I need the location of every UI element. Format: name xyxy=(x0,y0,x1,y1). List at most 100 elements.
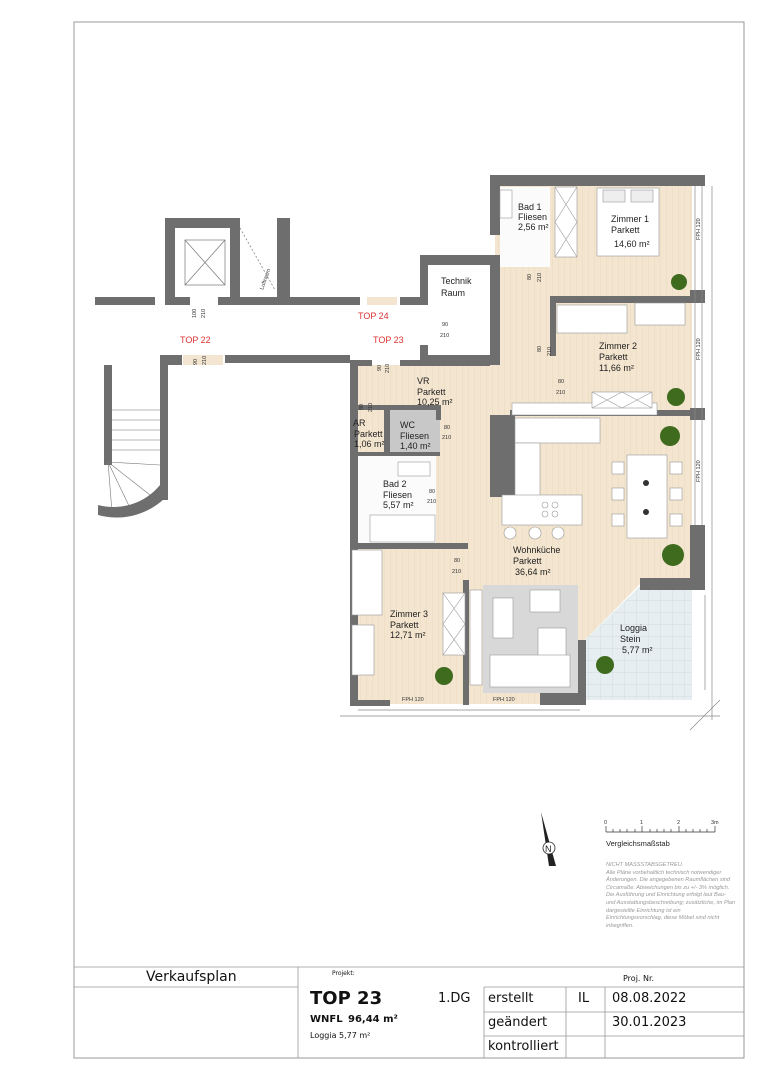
room-label-wohnkueche: Wohnküche Parkett 36,64 m² xyxy=(513,545,560,577)
bed xyxy=(351,549,383,616)
svg-text:VR: VR xyxy=(417,376,430,386)
desk xyxy=(634,302,686,326)
window-label: FPH 120 xyxy=(493,697,515,703)
sheet-frame xyxy=(73,21,745,1059)
unit-marker-top-24: TOP 24 xyxy=(358,311,389,321)
room-label-loggia: Loggia Stein 5,77 m² xyxy=(620,623,653,655)
room-label-zimmer-1: Zimmer 1 Parkett 14,60 m² xyxy=(611,214,650,249)
scale-tick-label: 0 xyxy=(604,820,607,826)
project-label: Projekt: xyxy=(332,970,355,977)
svg-text:90: 90 xyxy=(193,359,199,365)
svg-text:Zimmer 3: Zimmer 3 xyxy=(390,609,428,619)
svg-text:80: 80 xyxy=(537,346,543,352)
svg-text:90: 90 xyxy=(377,365,383,371)
svg-text:5,77 m²: 5,77 m² xyxy=(622,645,653,655)
loggia-floor xyxy=(585,584,692,700)
svg-text:2,56 m²: 2,56 m² xyxy=(518,222,549,232)
svg-text:Technik: Technik xyxy=(441,276,472,286)
plant-icon xyxy=(667,388,685,406)
north-arrow-icon: N xyxy=(541,812,556,866)
svg-text:210: 210 xyxy=(201,309,207,318)
wnfl-label: WNFL xyxy=(310,1014,343,1025)
walls xyxy=(95,175,705,706)
svg-text:Fliesen: Fliesen xyxy=(383,490,412,500)
svg-text:210: 210 xyxy=(202,356,208,365)
svg-text:Parkett: Parkett xyxy=(599,352,628,362)
svg-text:210: 210 xyxy=(452,569,461,575)
furniture xyxy=(351,186,686,693)
svg-text:N: N xyxy=(545,844,552,854)
door-dimensions: 80 210 80 210 90 210 90 210 80 210 80 21… xyxy=(192,273,565,575)
svg-text:Bad 1: Bad 1 xyxy=(518,202,542,212)
svg-text:Raum: Raum xyxy=(441,288,465,298)
wardrobe xyxy=(554,186,578,258)
sofa xyxy=(489,654,571,688)
floor-level: 1.DG xyxy=(438,991,471,1006)
room-label-zimmer-3: Zimmer 3 Parkett 12,71 m² xyxy=(390,609,428,640)
row-date: 08.08.2022 xyxy=(612,991,687,1006)
svg-text:Parkett: Parkett xyxy=(390,620,419,630)
svg-text:210: 210 xyxy=(368,403,374,412)
row-label-geaendert: geändert xyxy=(488,1015,548,1030)
svg-text:11,66 m²: 11,66 m² xyxy=(599,363,634,373)
svg-text:AR: AR xyxy=(353,418,366,428)
svg-text:1,40 m²: 1,40 m² xyxy=(400,441,431,451)
disclaimer: NICHT MASSSTABSGETREU. Alle Pläne vorbeh… xyxy=(606,862,736,930)
desk xyxy=(351,624,375,676)
svg-text:Bad 2: Bad 2 xyxy=(383,479,407,489)
staircase xyxy=(107,409,161,513)
svg-text:80: 80 xyxy=(444,425,450,431)
svg-text:Stein: Stein xyxy=(620,634,641,644)
row-label-erstellt: erstellt xyxy=(488,991,534,1006)
svg-text:210: 210 xyxy=(556,390,565,396)
window-label: FPH 120 xyxy=(696,218,702,240)
wardrobe xyxy=(442,592,466,656)
scale-tick-label: 3m xyxy=(711,820,719,826)
plant-icon xyxy=(671,274,687,290)
room-label-bad-1: Bad 1 Fliesen 2,56 m² xyxy=(518,202,549,232)
svg-text:210: 210 xyxy=(440,333,449,339)
svg-text:Zimmer 1: Zimmer 1 xyxy=(611,214,649,224)
window-label: FPH 120 xyxy=(402,697,424,703)
svg-text:12,71 m²: 12,71 m² xyxy=(390,630,426,640)
scale-tick-label: 1 xyxy=(640,820,643,826)
svg-text:Parkett: Parkett xyxy=(513,556,542,566)
plan-type: Verkaufsplan xyxy=(146,969,237,985)
row-initials: IL xyxy=(578,991,590,1006)
room-label-wc: WC Fliesen 1,40 m² xyxy=(400,420,431,451)
disclaimer-body: Alle Pläne vorbehaltlich technisch notwe… xyxy=(606,869,736,929)
proj-nr-label: Proj. Nr. xyxy=(623,974,655,983)
plant-icon xyxy=(435,667,453,685)
svg-text:80: 80 xyxy=(558,379,564,385)
svg-text:Fliesen: Fliesen xyxy=(400,431,429,441)
scale-label: Vergleichsmaßstab xyxy=(606,839,670,848)
svg-text:210: 210 xyxy=(537,273,543,282)
svg-text:Fliesen: Fliesen xyxy=(518,212,547,222)
plant-icon xyxy=(596,656,614,674)
svg-text:Zimmer 2: Zimmer 2 xyxy=(599,341,637,351)
plant-icon xyxy=(662,544,684,566)
svg-text:210: 210 xyxy=(427,499,436,505)
room-label-ar: AR Parkett 1,06 m² xyxy=(353,418,385,449)
unit-marker-top-23: TOP 23 xyxy=(373,335,404,345)
kitchen-island xyxy=(501,494,583,526)
plants xyxy=(435,274,687,685)
scale-tick-label: 2 xyxy=(677,820,680,826)
svg-text:Wohnküche: Wohnküche xyxy=(513,545,560,555)
wc-floor xyxy=(390,410,440,455)
svg-text:Parkett: Parkett xyxy=(417,387,446,397)
bed xyxy=(556,304,628,334)
dining-table xyxy=(626,454,668,539)
elevator-shaft xyxy=(184,227,276,291)
svg-text:Loggia: Loggia xyxy=(620,623,647,633)
svg-text:14,60 m²: 14,60 m² xyxy=(614,239,650,249)
svg-text:1,06 m²: 1,06 m² xyxy=(354,439,385,449)
svg-text:5,57 m²: 5,57 m² xyxy=(383,500,414,510)
wnfl-value: 96,44 m² xyxy=(348,1014,398,1025)
svg-text:210: 210 xyxy=(442,435,451,441)
disclaimer-heading: NICHT MASSSTABSGETREU. xyxy=(606,862,684,868)
unit-marker-top-22: TOP 22 xyxy=(180,335,211,345)
kitchen-counter xyxy=(514,417,601,444)
room-label-zimmer-2: Zimmer 2 Parkett 11,66 m² xyxy=(599,341,637,373)
